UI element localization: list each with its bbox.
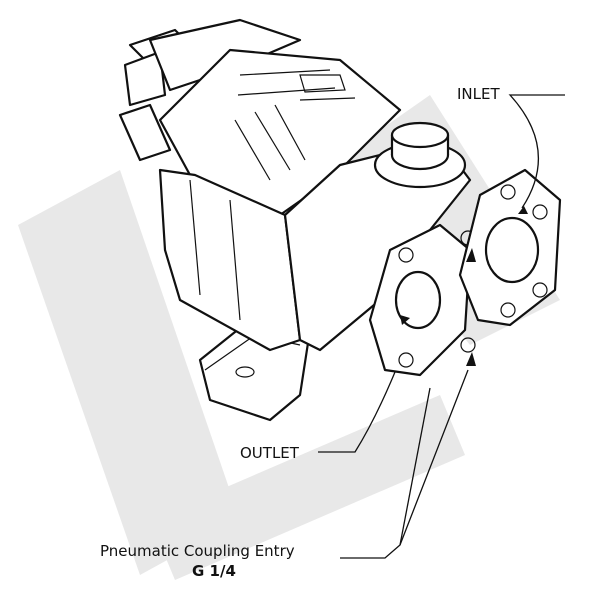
inlet-flange (458, 168, 562, 327)
top-cap (373, 121, 467, 189)
rear-shaft-assembly (118, 18, 302, 162)
outlet-label: OUTLET (240, 444, 300, 462)
arrow-head-upper (466, 248, 476, 262)
outlet-flange (368, 223, 476, 377)
thread-size-label: G 1/4 (192, 562, 236, 580)
main-body (158, 138, 472, 352)
inlet-label: INLET (457, 85, 500, 103)
pneumatic-leader (340, 369, 469, 559)
arrow-head-inlet (518, 206, 528, 214)
outlet-leader (318, 371, 396, 453)
arrow-head-lower (466, 352, 476, 366)
leader-lines (318, 94, 565, 559)
pneumatic-label: Pneumatic Coupling Entry (100, 542, 295, 560)
inlet-leader (508, 94, 565, 209)
